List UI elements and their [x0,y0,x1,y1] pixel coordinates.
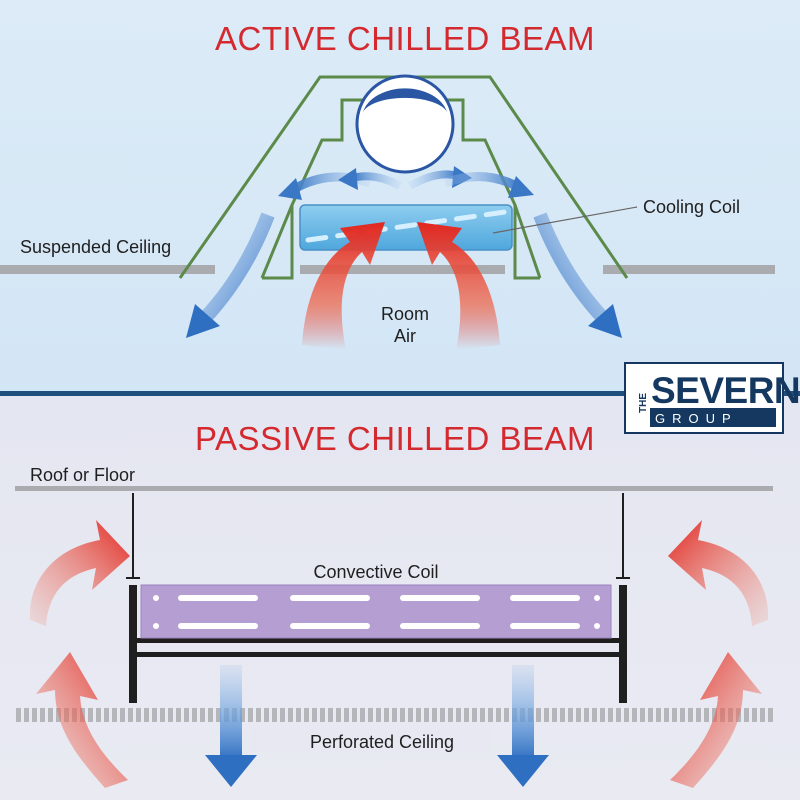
severn-group-logo: THE SEVERN GROUP [624,362,800,434]
cool-air-arc-arrows [278,166,534,200]
logo-group-band [650,408,776,427]
room-air-arrows [302,222,500,350]
logo-the: THE [638,393,649,413]
cool-air-down-arrows [205,665,549,787]
cooling-coil-label: Cooling Coil [643,197,740,217]
passive-title: PASSIVE CHILLED BEAM [195,420,595,457]
air-label: Air [394,326,416,346]
perforated-ceiling-label: Perforated Ceiling [310,732,454,752]
perforated-ceiling [15,708,773,722]
active-background [0,0,800,394]
beam-frame [129,585,627,703]
convective-coil [140,584,612,639]
cooling-coil [299,204,513,251]
warm-air-rise-arrows [29,520,769,788]
room-label: Room [381,304,429,324]
beam-hangers [126,493,630,579]
logo-group: GROUP [655,411,738,426]
cooling-coil-leader [492,206,638,234]
suspended-ceiling-label: Suspended Ceiling [20,237,171,257]
suspended-ceiling-right [603,265,775,274]
section-divider [0,391,800,396]
active-title: ACTIVE CHILLED BEAM [215,20,595,57]
beam-housing-inner-left [262,98,365,280]
convective-coil-label: Convective Coil [313,562,438,582]
logo-severn: SEVERN [651,370,800,411]
beam-housing-inner-right [443,98,540,280]
roof-or-floor-line [15,486,773,491]
suspended-ceiling-left [0,265,215,274]
cool-air-outflow-arrows [186,212,622,338]
roof-or-floor-label: Roof or Floor [30,465,135,485]
primary-air-duct [355,74,455,174]
suspended-ceiling-center [300,265,505,274]
